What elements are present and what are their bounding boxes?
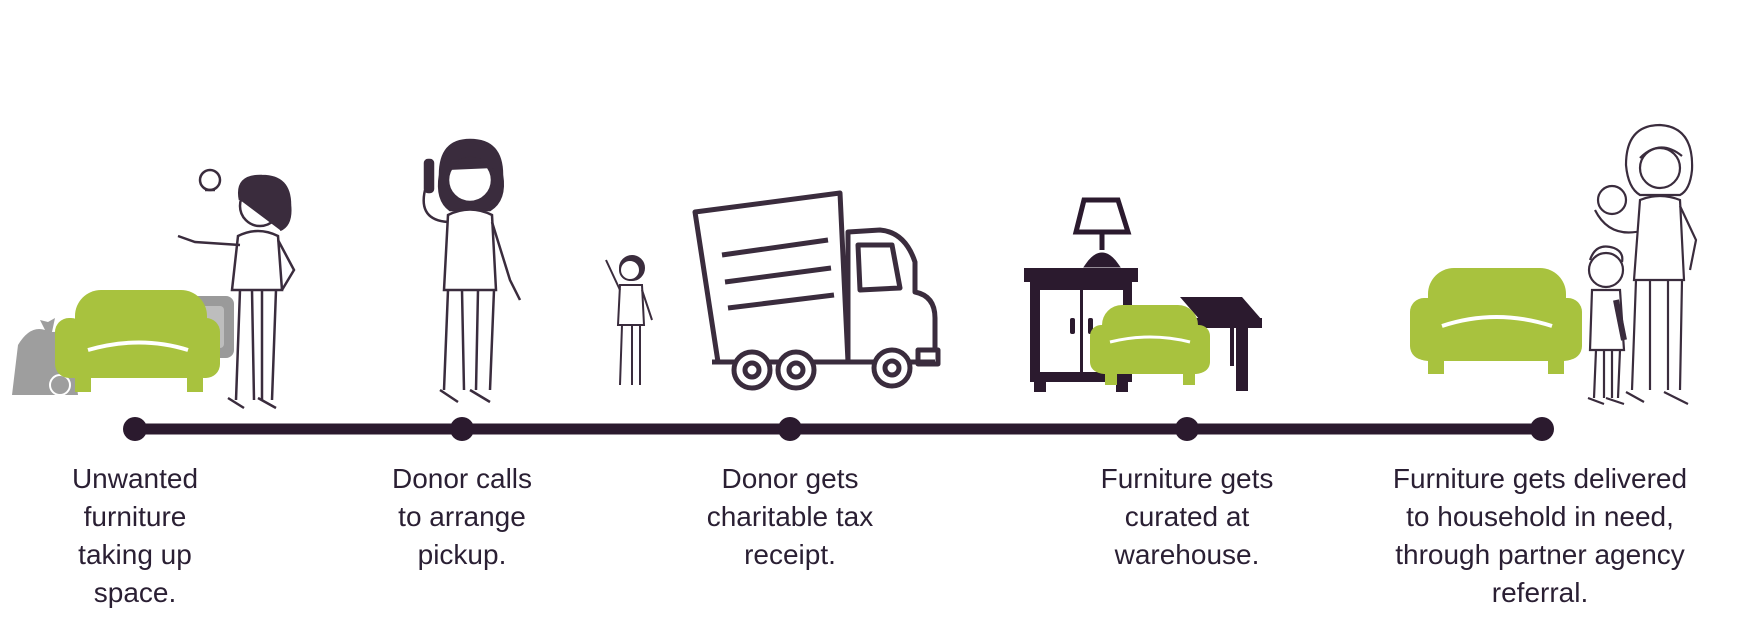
furniture-warehouse-icon — [1024, 197, 1262, 392]
step-label-4: Furniture gets curated at warehouse. — [1057, 460, 1317, 574]
step-label-line: curated at — [1124, 501, 1250, 532]
small-green-sofa-icon — [1090, 305, 1210, 385]
step-label-1: Unwanted furniture taking up space. — [5, 460, 265, 612]
timeline-dot-5 — [1530, 417, 1554, 441]
step-label-line: charitable tax — [706, 501, 874, 532]
mother-with-baby-icon — [1594, 123, 1698, 405]
step-label-line: Donor calls — [391, 463, 533, 494]
step-label-line: taking up — [78, 539, 192, 570]
step-label-line: Donor gets — [721, 463, 859, 494]
woman-pointing-icon — [177, 168, 296, 410]
step-label-line: Furniture gets delivered — [1392, 463, 1688, 494]
truck-icon — [605, 190, 941, 391]
step-label-line: to household in need, — [1406, 501, 1674, 532]
step-label-line: space. — [93, 577, 177, 608]
step-label-line: Furniture gets — [1100, 463, 1274, 494]
timeline-dot-2 — [450, 417, 474, 441]
timeline-dot-4 — [1175, 417, 1199, 441]
timeline-dot-3 — [778, 417, 802, 441]
woman-on-phone-icon — [422, 138, 522, 404]
step-label-line: warehouse. — [1114, 539, 1260, 570]
delivered-sofa-icon — [1410, 268, 1582, 374]
step-label-line: pickup. — [417, 539, 507, 570]
step-label-line: through partner agency — [1395, 539, 1685, 570]
table-icon — [1180, 297, 1262, 391]
step-label-line: furniture — [83, 501, 187, 532]
step-label-line: receipt. — [744, 539, 836, 570]
step-label-2: Donor calls to arrange pickup. — [332, 460, 592, 574]
delivery-truck-icon — [692, 190, 941, 391]
green-sofa-icon — [55, 290, 220, 392]
family-with-sofa-icon — [1410, 123, 1698, 406]
child-icon — [1587, 245, 1627, 406]
step-label-line: Unwanted — [71, 463, 199, 494]
timeline-dot-1 — [123, 417, 147, 441]
step-label-line: referral. — [1491, 577, 1589, 608]
step-label-5: Furniture gets delivered to household in… — [1370, 460, 1710, 612]
waving-woman-icon — [605, 255, 653, 386]
step-label-3: Donor gets charitable tax receipt. — [660, 460, 920, 574]
lamp-icon — [1072, 197, 1132, 268]
step-label-line: to arrange — [398, 501, 526, 532]
sofa-with-woman-icon — [12, 168, 296, 410]
